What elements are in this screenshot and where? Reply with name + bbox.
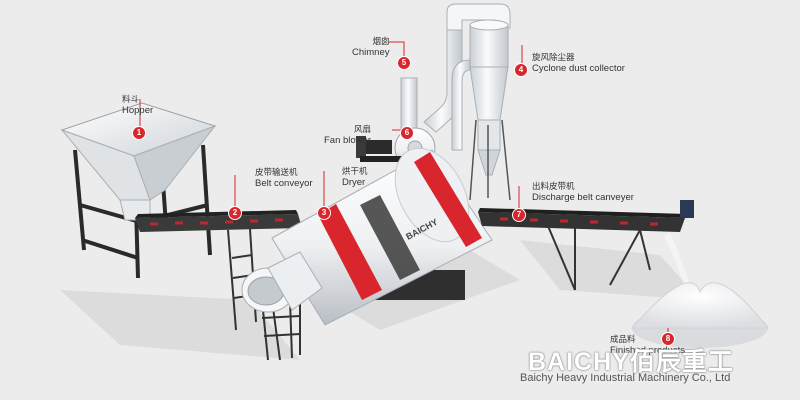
label-discharge-belt-zh: 出料皮带机 [532,182,575,192]
hopper [60,102,217,279]
marker-5: 5 [398,57,410,69]
label-discharge-belt-en: Discharge belt canveyer [532,191,634,203]
label-hopper-en: Hopper [122,104,154,116]
label-chimney: 烟囱 Chimney [352,37,390,59]
label-cyclone-en: Cyclone dust collector [532,62,625,74]
label-cyclone-zh: 旋风除尘器 [532,53,575,63]
label-finished-products-zh: 成品料 [610,335,636,345]
label-discharge-belt: 出料皮带机 Discharge belt canveyer [532,182,634,204]
label-chimney-en: Chimney [352,46,390,58]
marker-1: 1 [133,127,145,139]
discharge-belt-conveyor [478,200,694,291]
marker-6: 6 [401,127,413,139]
rotary-dryer: BAICHY [241,147,493,326]
label-hopper-zh: 料斗 [122,95,140,105]
label-belt-conveyor: 皮带输送机 Belt conveyor [255,168,313,190]
label-hopper: 料斗 Hopper [122,95,154,117]
label-belt-conveyor-en: Belt conveyor [255,177,313,189]
brand-watermark: BAICHY佰辰重工 [528,348,734,376]
marker-7: 7 [513,209,525,221]
marker-3: 3 [318,207,330,219]
label-cyclone: 旋风除尘器 Cyclone dust collector [532,53,625,75]
marker-8: 8 [662,333,674,345]
label-belt-conveyor-zh: 皮带输送机 [255,168,298,178]
company-name: Baichy Heavy Industrial Machinery Co., L… [520,372,731,384]
marker-2: 2 [229,207,241,219]
label-fan-blower-zh: 风扇 [353,125,371,135]
label-fan-blower-en: Fan blower [324,134,371,146]
label-finished-products-en: Finished products [610,344,685,356]
label-chimney-zh: 烟囱 [372,37,390,47]
label-dryer: 烘干机 Dryer [342,167,368,189]
label-dryer-en: Dryer [342,176,366,188]
label-dryer-zh: 烘干机 [342,167,368,177]
leader-lines [139,41,669,342]
label-fan-blower: 风扇 Fan blower [324,125,371,147]
label-finished-products: 成品料 Finished products [610,335,685,357]
finished-products-pile [630,232,770,348]
marker-4: 4 [515,64,527,76]
